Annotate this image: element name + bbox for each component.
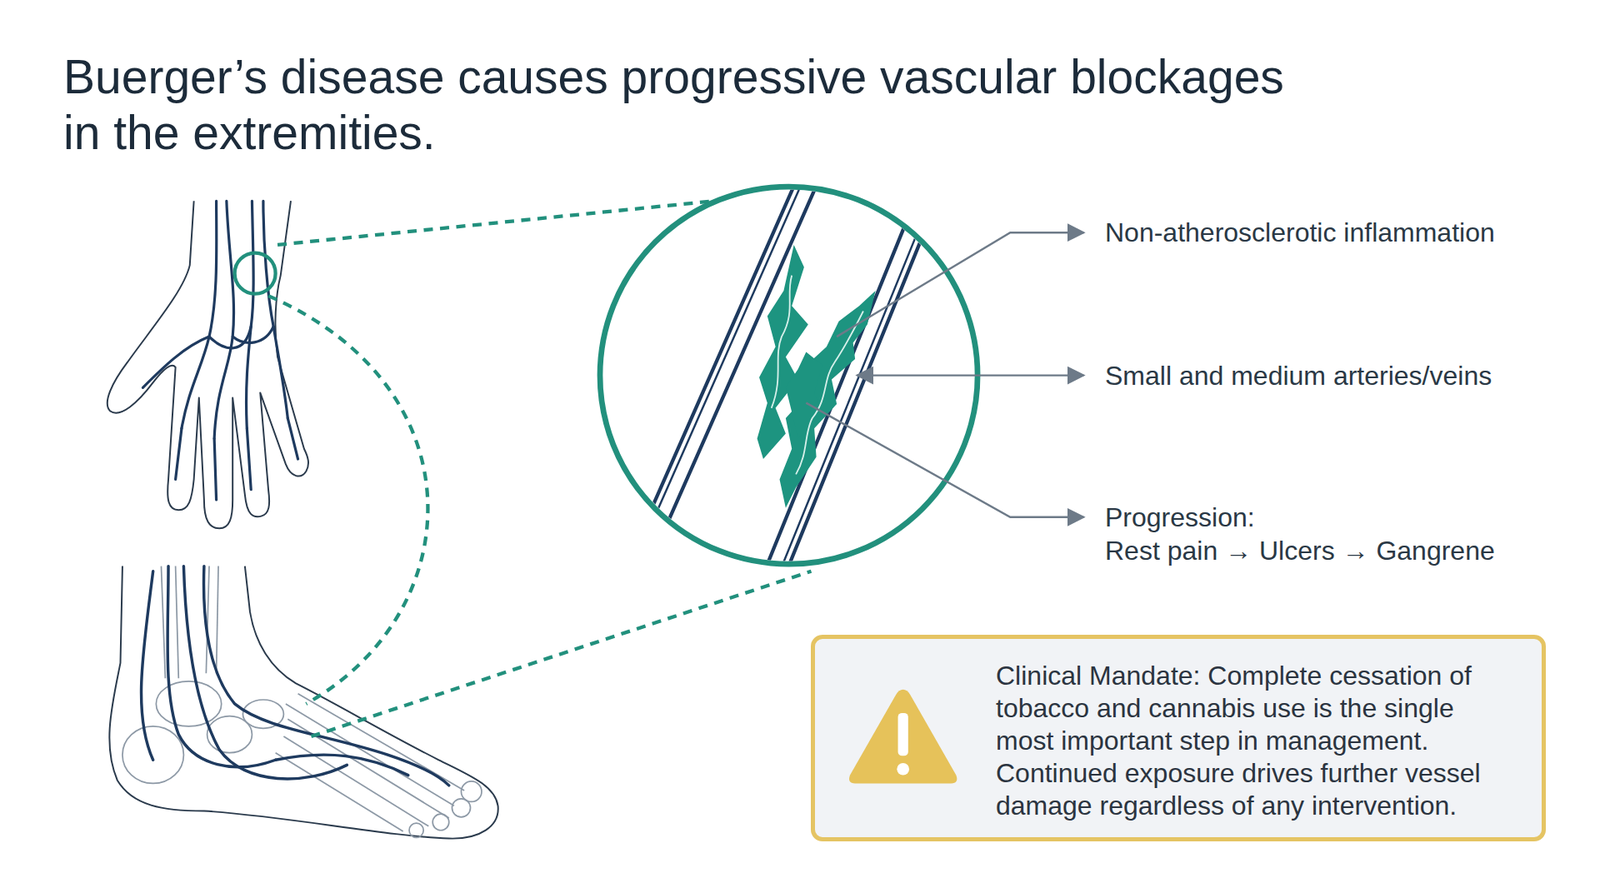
zoom-dashes xyxy=(268,200,811,737)
callout-label: Progression: xyxy=(1105,500,1255,535)
callout-label: Small and medium arteries/veins xyxy=(1105,359,1492,393)
warning-callout-box: Clinical Mandate: Complete cessation of … xyxy=(810,635,1546,842)
callout-label: Rest pain → Ulcers → Gangrene xyxy=(1105,534,1495,568)
callout-text: Clinical Mandate: Complete cessation of … xyxy=(995,660,1505,823)
leader-lines xyxy=(805,232,1084,518)
vessel-closeup xyxy=(600,179,978,575)
callout-label: Non-atherosclerotic inflammation xyxy=(1105,215,1495,250)
diagram-title: Buerger’s disease causes progressive vas… xyxy=(63,49,1305,161)
foot-illustration xyxy=(109,566,498,840)
hand-illustration xyxy=(107,200,309,529)
